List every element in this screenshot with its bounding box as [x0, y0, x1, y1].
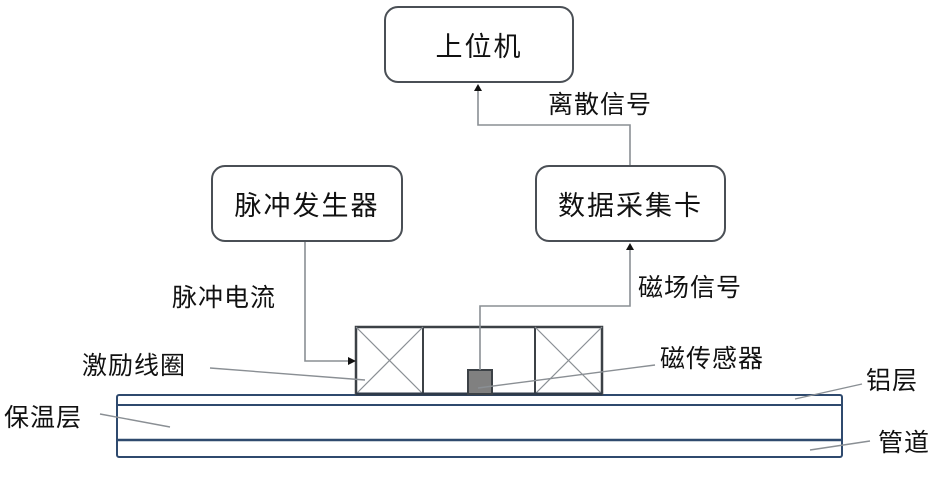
magnetic-field-signal-label: 磁场信号 — [638, 273, 743, 302]
excitation-coil-label: 激励线圈 — [82, 351, 187, 380]
host-computer-label: 上位机 — [435, 32, 523, 63]
insulation-layer-label: 保温层 — [4, 403, 83, 432]
arrowheads — [348, 84, 634, 365]
leader-lines — [99, 364, 871, 451]
coil-right-cross — [534, 326, 603, 395]
leader-pipe — [809, 440, 871, 451]
arrow-to-coil — [348, 357, 356, 365]
arrow-to-daq — [626, 243, 634, 250]
pulse-current-line — [304, 242, 350, 362]
leader-insulation-layer — [99, 413, 171, 428]
discrete-signal-line — [477, 89, 631, 165]
pulse-generator-label: 脉冲发生器 — [234, 191, 380, 222]
discrete-signal-label: 离散信号 — [548, 90, 653, 119]
pulse-current-label: 脉冲电流 — [172, 283, 277, 312]
leader-magnetic-sensor — [477, 364, 656, 389]
aluminum-layer-label: 铝层 — [866, 366, 919, 395]
magnetic-sensor-label: 磁传感器 — [660, 344, 765, 373]
host-computer-block: 上位机 — [384, 6, 574, 83]
leader-excitation-coil — [209, 367, 366, 381]
pipe-structure — [116, 394, 843, 458]
magnetic-sensor-block — [467, 369, 493, 395]
pipe-label: 管道 — [878, 428, 931, 457]
magnetic-signal-line — [479, 248, 631, 370]
data-acquisition-card-label: 数据采集卡 — [558, 191, 703, 222]
leader-aluminum-layer — [794, 383, 863, 400]
pulse-generator-block: 脉冲发生器 — [211, 165, 403, 242]
arrow-to-host — [474, 84, 482, 91]
coil-left-cross — [355, 326, 424, 395]
data-acquisition-card-block: 数据采集卡 — [535, 165, 726, 242]
connectors — [304, 89, 631, 370]
